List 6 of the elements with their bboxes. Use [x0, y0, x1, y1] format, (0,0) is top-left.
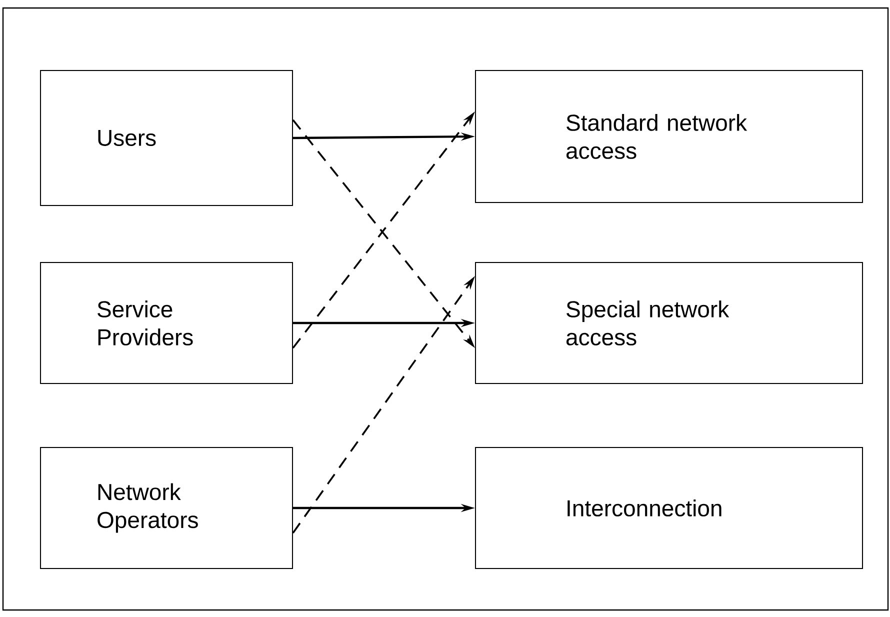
box: Users [40, 70, 293, 206]
box: Network Operators [40, 447, 293, 569]
box: Service Providers [40, 262, 293, 384]
box: Interconnection [475, 447, 863, 569]
box: Special network access [475, 262, 863, 384]
box: Standard network access [475, 70, 863, 203]
